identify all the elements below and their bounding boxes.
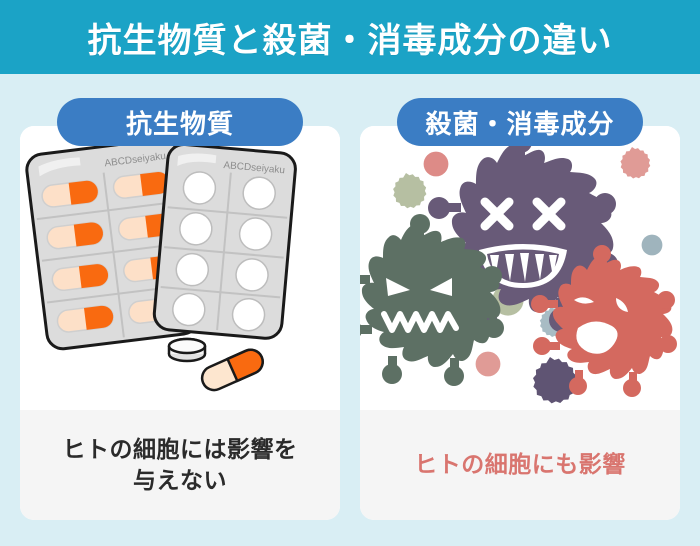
germ-dot-pink-2 (620, 147, 651, 179)
illustration-pill-blister-packs: ABCDseiyaku (20, 126, 340, 410)
capsule (56, 305, 114, 333)
caption-line-2: 与えない (133, 467, 227, 493)
tablet (179, 212, 213, 246)
tablet (235, 258, 269, 292)
pack-brand-label: ABCDseiyaku (223, 160, 285, 176)
germ-purple-eyes (480, 197, 566, 231)
loose-tablet (167, 337, 207, 363)
tablet (182, 171, 217, 205)
tablet (238, 217, 273, 251)
loose-capsule (200, 348, 264, 392)
germ-dot-bluegray (641, 234, 663, 256)
label-pill-antibiotics-text: 抗生物質 (125, 108, 234, 139)
germs-svg (360, 131, 677, 404)
germ-dot-purple (533, 357, 577, 404)
page-header: 抗生物質と殺菌・消毒成分の違い (0, 0, 700, 74)
label-pill-antibiotics: 抗生物質 (57, 98, 303, 146)
germ-red-eyes (574, 297, 628, 312)
page-title: 抗生物質と殺菌・消毒成分の違い (87, 21, 613, 60)
tablet (175, 252, 210, 287)
capsule (51, 263, 109, 292)
germ-green-mouth (381, 311, 459, 333)
capsule (41, 180, 99, 208)
germ-dot-sage (393, 173, 427, 209)
germ-green-eyes (386, 278, 452, 296)
illustration-germ-characters (360, 126, 680, 410)
germ-dot-pink (423, 151, 449, 177)
tablet-pack: ABCDseiyaku (152, 142, 297, 340)
caption-antibiotics-text: ヒトの細胞には影響を 与えない (63, 434, 298, 496)
germ-dot-pink-3 (475, 351, 501, 377)
tablet (231, 297, 266, 332)
capsule (46, 221, 104, 250)
germ-green (360, 214, 504, 386)
caption-disinfectants-text: ヒトの細胞にも影響 (414, 451, 626, 478)
card-disinfectants: ヒトの細胞にも影響 (360, 126, 680, 520)
label-pill-disinfectants-text: 殺菌・消毒成分 (425, 108, 615, 139)
tablet (172, 292, 206, 327)
tablet (242, 176, 276, 210)
germ-red-mouth (576, 321, 618, 354)
pill-packs-svg: ABCDseiyaku (25, 137, 297, 392)
card-antibiotics: ABCDseiyaku (20, 126, 340, 520)
caption-line-1: ヒトの細胞には影響を (62, 435, 298, 462)
caption-disinfectants: ヒトの細胞にも影響 (360, 410, 680, 520)
germ-red (531, 245, 677, 397)
caption-antibiotics: ヒトの細胞には影響を 与えない (20, 410, 340, 520)
label-pill-disinfectants: 殺菌・消毒成分 (397, 98, 643, 146)
